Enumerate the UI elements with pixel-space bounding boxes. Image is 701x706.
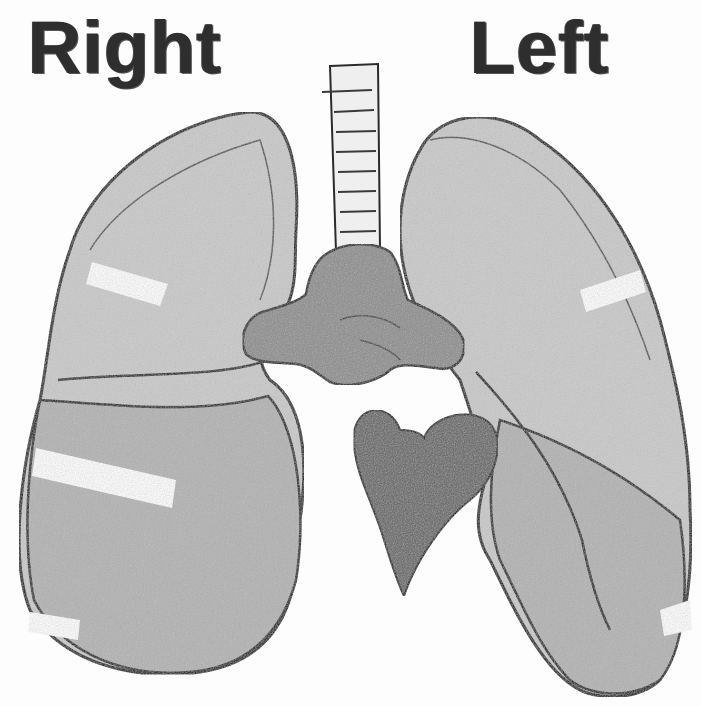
heart-icon — [354, 410, 498, 596]
left-lung — [400, 117, 692, 697]
trachea-ring — [336, 131, 376, 132]
label-right: Right — [28, 8, 222, 88]
trachea-ring — [338, 191, 376, 192]
trachea-ring — [336, 151, 376, 152]
heart — [354, 410, 498, 596]
trachea-ring — [340, 211, 376, 212]
trachea-ring — [340, 231, 376, 232]
right-lung — [19, 112, 304, 674]
trachea-ring — [338, 171, 376, 172]
label-left: Left — [470, 8, 610, 88]
trachea — [322, 64, 380, 252]
